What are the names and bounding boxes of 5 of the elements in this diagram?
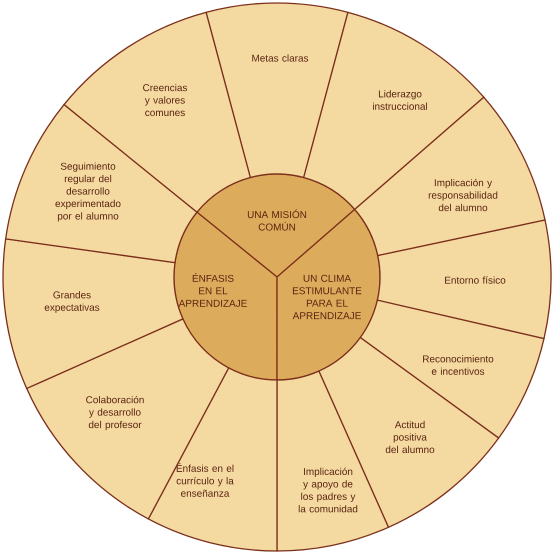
node-label: Reconocimiento e incentivos — [423, 355, 494, 375]
node-label: Entorno físico — [445, 276, 506, 284]
ring-segment: Entorno físico — [376, 219, 552, 340]
ring-segment: Énfasis en el currículo y la enseñanza — [148, 367, 278, 552]
ring-segment: Metas claras — [205, 2, 349, 178]
